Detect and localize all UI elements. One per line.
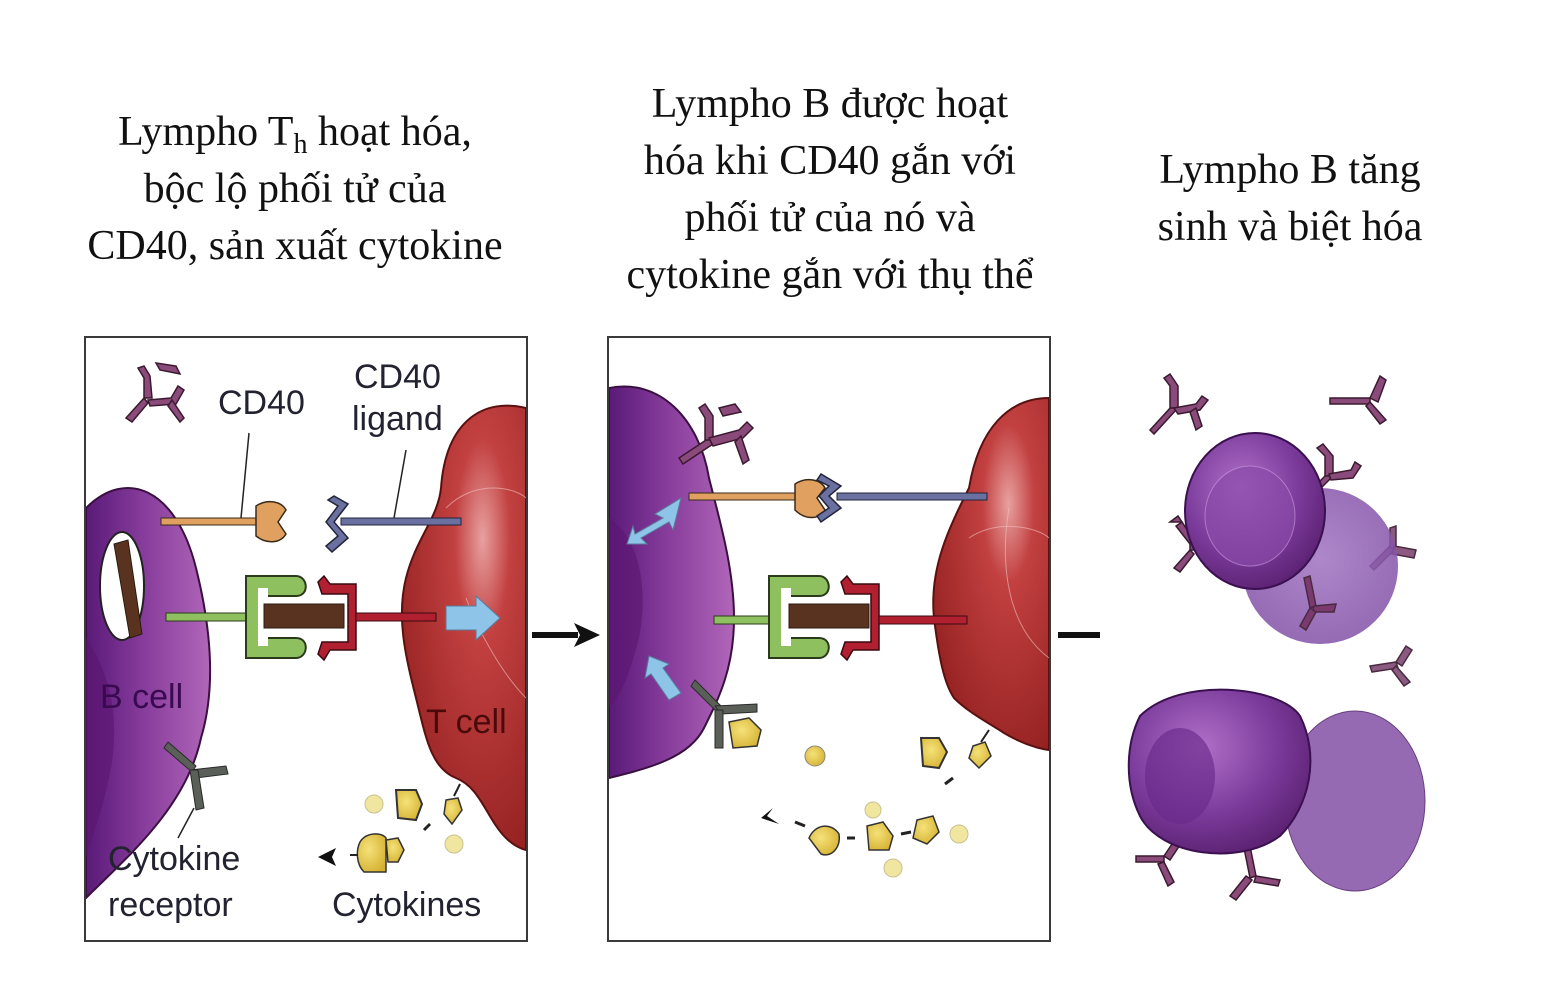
caption-step-2-line-3: phối tử của nó và — [684, 195, 976, 241]
antibody-icon — [677, 402, 755, 466]
panel-b-cell-activation — [607, 336, 1051, 942]
mhc-molecule — [165, 575, 307, 659]
signal-arrow-icon — [445, 594, 501, 642]
antibody-icon — [1148, 372, 1210, 436]
label-cytokine-receptor-line-2: receptor — [108, 886, 233, 924]
cd40-receptor — [794, 478, 826, 519]
label-b-cell: B cell — [100, 678, 183, 716]
caption-step-2-line-1: Lympho B được hoạt — [651, 81, 1009, 127]
panel-th-activation: CD40 CD40 ligand — [84, 336, 528, 942]
signal-arrow-icon — [626, 496, 682, 545]
caption-step-3: Lympho B tăng sinh và biệt hóa — [1110, 142, 1470, 256]
t-cell — [932, 396, 1049, 752]
cytokines-cluster — [761, 729, 992, 878]
label-cd40: CD40 — [218, 384, 305, 422]
direction-arrow-icon — [318, 848, 336, 866]
caption-step-3-line-1: Lympho B tăng — [1159, 147, 1421, 193]
caption-step-1: Lympho Th hoạt hóa, bộc lộ phối tử của C… — [30, 104, 560, 275]
caption-step-2-line-4: cytokine gắn với thụ thể — [626, 252, 1034, 298]
antibody-icon — [1369, 644, 1414, 688]
flow-arrow-1-icon — [532, 623, 600, 647]
cytokine-receptor — [690, 679, 758, 749]
cytokine-receptor — [163, 741, 229, 811]
caption-step-3-line-2: sinh và biệt hóa — [1157, 204, 1423, 250]
cytokines-cluster — [318, 783, 464, 873]
label-cd40-ligand-line-1: CD40 — [354, 358, 441, 396]
peptide-presented — [788, 603, 870, 629]
antibody-icon — [1329, 374, 1388, 426]
label-t-cell: T cell — [426, 703, 507, 741]
caption-step-2-line-2: hóa khi CD40 gắn với — [643, 138, 1017, 184]
label-cd40-ligand-line-2: ligand — [352, 400, 443, 438]
caption-step-2: Lympho B được hoạt hóa khi CD40 gắn với … — [570, 76, 1090, 304]
peptide-antigen — [113, 539, 143, 639]
cd40-ligand — [815, 472, 843, 524]
peptide-presented — [263, 603, 345, 629]
cd40-receptor — [160, 500, 287, 543]
label-cytokines: Cytokines — [332, 886, 481, 924]
antibody-icon — [1299, 575, 1337, 632]
cd40-ligand — [324, 495, 462, 554]
antibody-icon — [124, 362, 185, 424]
caption-step-1-line-1: Lympho Th hoạt hóa, — [118, 109, 472, 160]
t-cell-receptor — [317, 574, 437, 662]
cytokine-bound — [728, 717, 762, 749]
caption-step-1-line-3: CD40, sản xuất cytokine — [87, 223, 503, 269]
antibody-icon — [1228, 845, 1281, 902]
signal-arrow-icon — [644, 655, 682, 701]
label-cytokine-receptor-line-1: Cytokine — [108, 840, 240, 878]
t-cell-receptor — [840, 574, 880, 662]
b-cell-nucleus-shade — [86, 638, 115, 858]
caption-step-1-line-2: bộc lộ phối tử của — [143, 166, 447, 212]
panel-b-cell-proliferation — [1100, 336, 1450, 938]
